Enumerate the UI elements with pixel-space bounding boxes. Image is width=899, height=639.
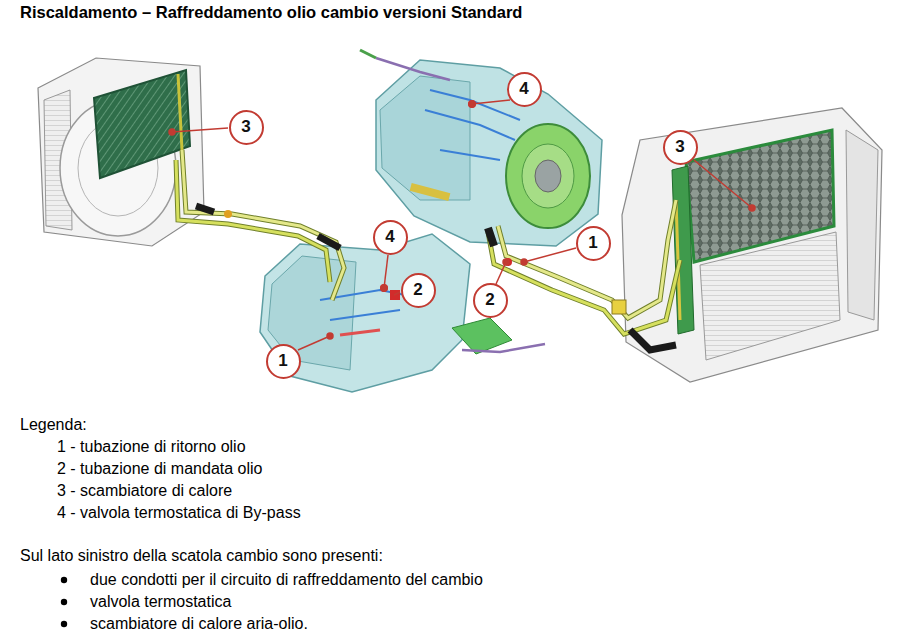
upper-gearbox-part bbox=[380, 76, 470, 200]
callout-number: 1 bbox=[278, 351, 287, 371]
callout-circle: 2 bbox=[401, 273, 436, 308]
legend-text: 2 - tubazione di mandata olio bbox=[57, 460, 262, 477]
bullet-dots-part bbox=[61, 621, 67, 627]
oil-pipes-part bbox=[182, 150, 344, 300]
bullet-item: valvola termostatica bbox=[90, 592, 870, 612]
upper-gearbox bbox=[360, 50, 602, 246]
callout-circle: 1 bbox=[576, 226, 611, 261]
right-radiator-part bbox=[686, 130, 834, 262]
oil-pipes-part bbox=[498, 200, 676, 318]
lower-gearbox-part bbox=[390, 290, 400, 300]
lower-gearbox-part bbox=[260, 234, 470, 392]
upper-gearbox-part bbox=[376, 58, 450, 80]
right-radiator bbox=[622, 108, 882, 382]
callout-number: 3 bbox=[675, 137, 684, 157]
upper-gearbox-part bbox=[506, 124, 590, 228]
oil-pipes-part bbox=[612, 300, 626, 314]
leader-lines-part bbox=[381, 285, 387, 291]
leader-lines-part bbox=[384, 255, 388, 288]
oil-pipes-part bbox=[224, 210, 232, 218]
oil-pipes bbox=[176, 150, 680, 350]
callout-circle: 3 bbox=[229, 110, 264, 145]
callout-circle: 2 bbox=[473, 283, 508, 318]
bullet-dots-part bbox=[61, 577, 67, 583]
lower-gearbox-part bbox=[380, 284, 388, 292]
right-radiator-part bbox=[622, 108, 882, 382]
leader-lines-part bbox=[394, 292, 400, 295]
oil-pipes-part bbox=[176, 160, 330, 282]
bullet-dots-part bbox=[61, 599, 67, 605]
callout-number: 2 bbox=[485, 290, 494, 310]
left-radiator-part bbox=[178, 74, 182, 150]
callout-number: 3 bbox=[241, 117, 250, 137]
leader-lines-part bbox=[169, 129, 175, 135]
legend-heading: Legenda: bbox=[20, 415, 800, 435]
callout-number: 4 bbox=[385, 227, 394, 247]
oil-pipes-part bbox=[504, 258, 512, 266]
leader-lines-part bbox=[749, 205, 755, 211]
upper-gearbox-part bbox=[376, 60, 602, 246]
upper-gearbox-part bbox=[535, 160, 561, 192]
upper-gearbox-part bbox=[468, 100, 476, 108]
right-radiator-part bbox=[672, 166, 694, 334]
bullet-item: due condotti per il circuito di raffredd… bbox=[90, 570, 870, 590]
bullet-item: scambiatore di calore aria-olio. bbox=[90, 614, 870, 634]
callout-number: 2 bbox=[413, 280, 422, 300]
diagram-title: Riscaldamento – Raffreddamento olio camb… bbox=[20, 2, 880, 22]
legend-entry: 3 - scambiatore di calore bbox=[57, 481, 837, 501]
callout-circle: 1 bbox=[266, 344, 301, 379]
upper-gearbox-part bbox=[425, 90, 520, 160]
lower-gearbox-part bbox=[462, 344, 545, 352]
legend-entry: 2 - tubazione di mandata olio bbox=[57, 459, 837, 479]
oil-pipes-part bbox=[182, 150, 344, 300]
leader-lines-part bbox=[503, 259, 509, 265]
legend-text: 4 - valvola termostatica di By-pass bbox=[57, 504, 301, 521]
right-radiator-part bbox=[846, 130, 878, 320]
lower-gearbox-part bbox=[452, 318, 512, 354]
upper-gearbox-part bbox=[522, 144, 574, 208]
oil-pipes-part bbox=[498, 200, 676, 318]
legend-entry: 4 - valvola termostatica di By-pass bbox=[57, 503, 837, 523]
legend-text: 1 - tubazione di ritorno olio bbox=[57, 438, 246, 455]
leader-lines-part bbox=[524, 248, 576, 262]
note-text: Sul lato sinistro della scatola cambio s… bbox=[20, 546, 800, 566]
oil-pipes-part bbox=[488, 228, 494, 246]
upper-gearbox-part bbox=[410, 183, 451, 201]
callout-circle: 4 bbox=[507, 72, 542, 107]
oil-pipes-part bbox=[318, 236, 340, 248]
lower-gearbox-part bbox=[340, 330, 380, 335]
bullet-dots bbox=[61, 577, 67, 627]
callout-circle: 4 bbox=[373, 220, 408, 255]
leader-lines bbox=[169, 100, 755, 350]
legend-text: 3 - scambiatore di calore bbox=[57, 482, 232, 499]
leader-lines-part bbox=[521, 259, 527, 265]
legend-entry: 1 - tubazione di ritorno olio bbox=[57, 437, 837, 457]
leader-lines-part bbox=[327, 333, 333, 339]
upper-gearbox-part bbox=[360, 50, 376, 58]
leader-lines-part bbox=[472, 100, 510, 104]
oil-pipes-part bbox=[176, 160, 330, 282]
leader-lines-part bbox=[694, 160, 752, 208]
leader-lines-part bbox=[172, 128, 228, 132]
oil-pipes-part bbox=[630, 330, 676, 350]
callout-number: 1 bbox=[588, 233, 597, 253]
lower-gearbox bbox=[260, 234, 545, 392]
leader-lines-part bbox=[469, 101, 475, 107]
oil-pipes-part bbox=[196, 206, 214, 212]
leader-lines-part bbox=[298, 336, 330, 350]
callout-circle: 3 bbox=[663, 130, 698, 165]
callout-number: 4 bbox=[519, 79, 528, 99]
